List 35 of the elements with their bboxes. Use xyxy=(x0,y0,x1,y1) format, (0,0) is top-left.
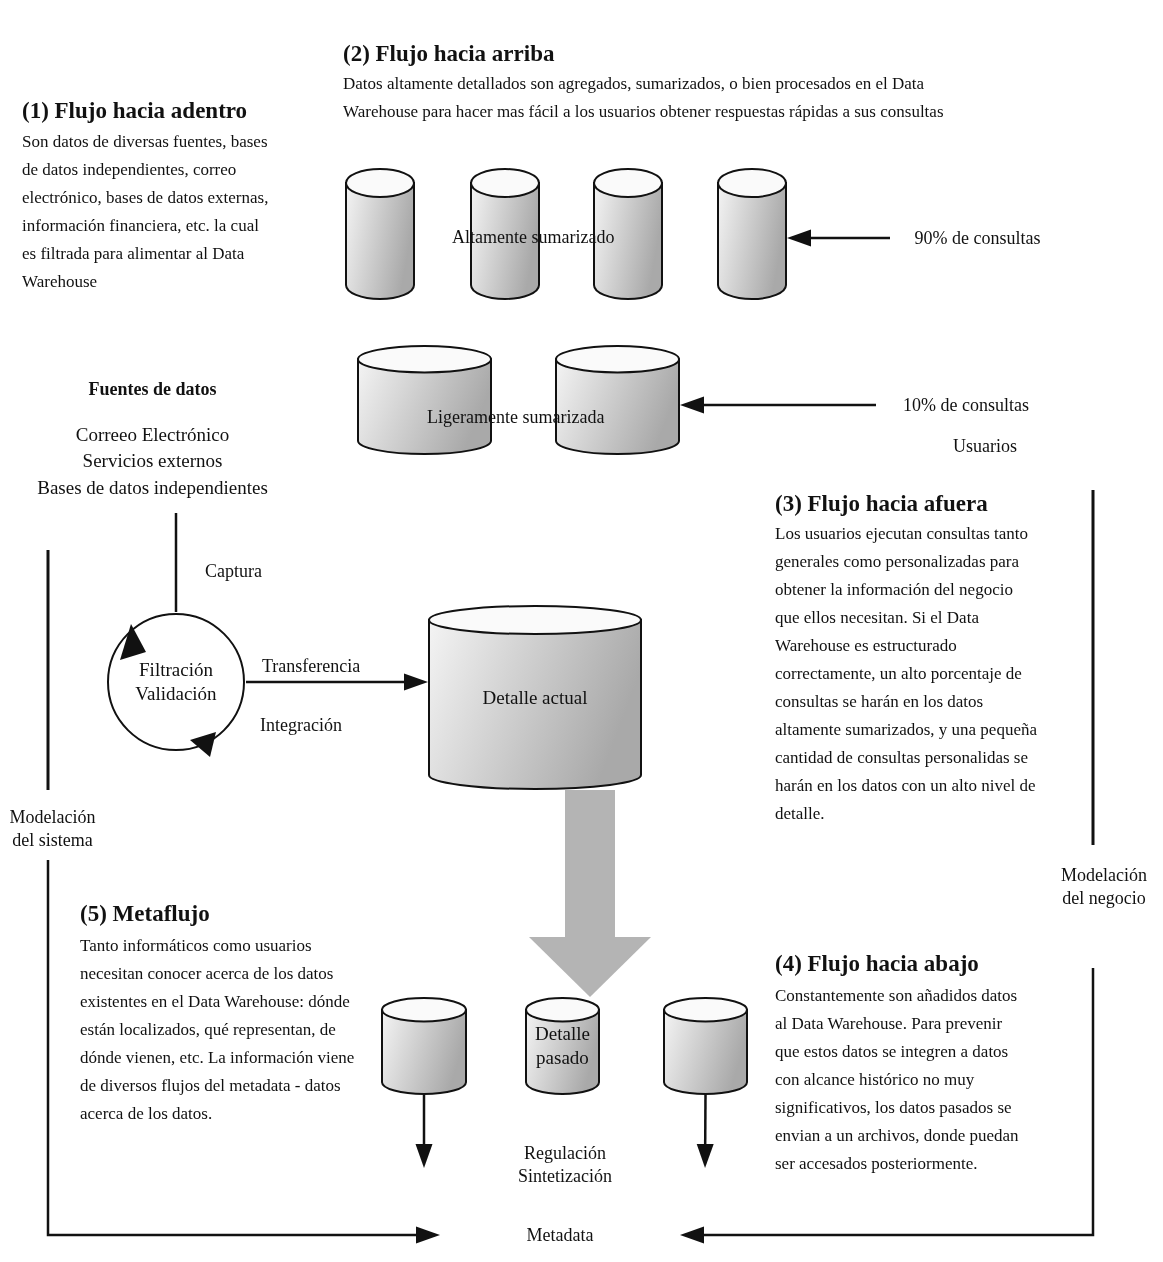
arrow xyxy=(46,860,440,1244)
source-item: Servicios externos xyxy=(82,449,223,473)
heading-text: Fuentes de datos xyxy=(88,378,217,401)
source-item: Correeo Electrónico xyxy=(75,422,230,447)
arrow xyxy=(680,396,876,414)
annotation-text: Modelación del sistema xyxy=(8,806,97,851)
section-heading: (4) Flujo hacia abajo xyxy=(775,950,980,978)
caption-text: 90% de consultas xyxy=(890,225,1065,251)
block-arrow xyxy=(529,790,651,997)
caption-text: Metadata xyxy=(440,1222,680,1248)
annotation-text: Usuarios xyxy=(952,435,1018,458)
description-text: Son datos de diversas fuentes, bases de datos independientes, correo electrónico, bases de datos externas, información financiera, etc. la cual es filtrada para alimentar al Data Warehouse xyxy=(22,131,270,293)
description-text: Tanto informáticos como usuarios necesitan conocer acerca de los datos existentes en el Data Warehouse: dónde están localizados, qué representan, de dónde vienen, etc. La información viene de diversos flujos del metadata - datos acerca de los datos. xyxy=(80,935,356,1125)
arrow xyxy=(246,673,428,691)
description-text: Constantemente son añadidos datos al Data Warehouse. Para prevenir que estos datos se integren a datos con alcance histórico no muy significativos, los datos pasados se envian a un archivos, donde puedan ser accesados posteriormente. xyxy=(775,985,1020,1175)
arrow xyxy=(696,1095,714,1168)
edge-label: Transferencia xyxy=(262,655,361,678)
arrow xyxy=(787,229,890,247)
arrow xyxy=(415,1095,433,1168)
caption-text: 10% de consultas xyxy=(876,392,1056,418)
annotation-text: Regulación Sintetización xyxy=(517,1142,613,1187)
annotation-text: Integración xyxy=(260,714,343,737)
edge-label: Captura xyxy=(205,560,262,583)
arrow xyxy=(680,968,1095,1244)
description-text: Los usuarios ejecutan consultas tanto generales como personalizadas para obtener la información del negocio que ellos necesitan. Si el Data Warehouse es estructurado correctamente, un alto porcentaje de consultas se harán en los datos altamente sumarizados, y una pequeña cantidad de consultas personalidas se harán en los datos con un alto nivel de detalle. xyxy=(775,523,1038,825)
cylinder-label: Detalle actual xyxy=(482,685,588,710)
section-heading: (5) Metaflujo xyxy=(80,900,211,928)
section-heading: (2) Flujo hacia arriba xyxy=(343,40,556,68)
section-heading: (3) Flujo hacia afuera xyxy=(775,490,989,518)
section-heading: (1) Flujo hacia adentro xyxy=(22,97,249,125)
source-item: Bases de datos independientes xyxy=(37,476,268,500)
description-text: Datos altamente detallados son agregados, sumarizados, o bien procesados en el Data Warehouse para hacer mas fácil a los usuarios obtener respuestas rápidas a sus consultas xyxy=(343,73,945,123)
cylinder-label: Detalle pasado xyxy=(534,1022,591,1070)
annotation-text: Modelación del negocio xyxy=(1060,864,1148,909)
process-label: Filtración Validación xyxy=(134,658,218,706)
